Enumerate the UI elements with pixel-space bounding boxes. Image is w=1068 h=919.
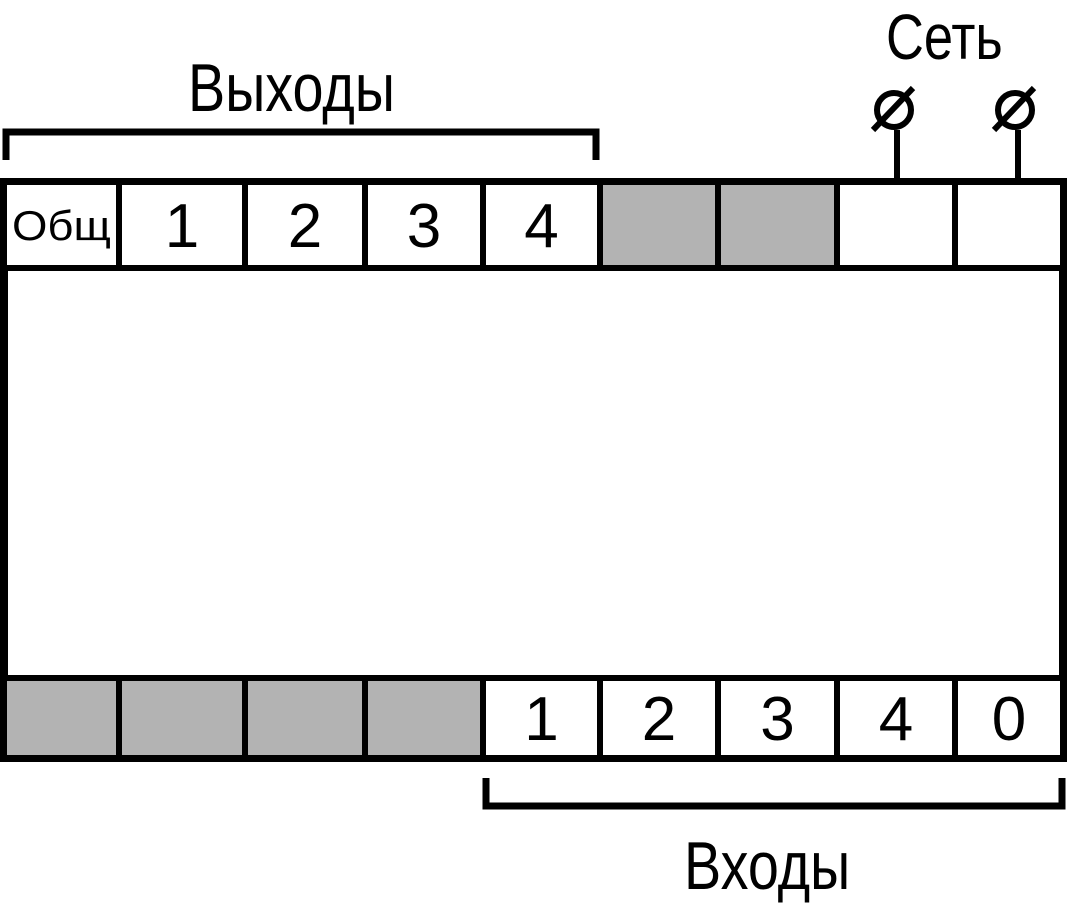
power-connector-right <box>991 85 1037 180</box>
power-connector-left <box>870 85 916 180</box>
top-terminal-2 <box>116 179 248 271</box>
top-terminal-6-unused <box>597 179 721 271</box>
top-terminal-5 <box>480 179 603 271</box>
bottom-terminal-4-unused <box>362 675 486 761</box>
top-terminal-1-label: Общ <box>12 202 111 249</box>
bottom-terminal-5-label: 1 <box>524 685 558 754</box>
top-terminal-5-label: 4 <box>524 192 558 261</box>
bottom-terminal-6-label: 2 <box>642 685 676 754</box>
top-terminal-7-unused <box>715 179 840 271</box>
bottom-terminal-row: 1 2 3 4 0 <box>1 675 1066 761</box>
power-label: Сеть <box>886 1 1003 73</box>
top-terminal-row: Общ 1 2 3 4 <box>1 179 1066 271</box>
top-terminal-4-label: 3 <box>407 192 441 261</box>
top-terminal-3-label: 2 <box>288 192 322 261</box>
bottom-terminal-3-unused <box>242 675 368 761</box>
power-terminal-right-icon <box>995 90 1035 130</box>
bottom-terminal-1-unused <box>1 675 122 761</box>
top-terminal-9 <box>952 179 1066 271</box>
bottom-terminal-2-unused <box>116 675 248 761</box>
bottom-terminal-6 <box>597 675 721 761</box>
top-terminal-3 <box>242 179 368 271</box>
power-terminal-left-icon <box>874 90 914 130</box>
bottom-terminal-9 <box>952 675 1066 761</box>
bottom-terminal-9-label: 0 <box>992 685 1026 754</box>
inputs-bracket <box>482 778 1066 810</box>
device-body <box>0 178 1067 762</box>
top-terminal-2-label: 1 <box>165 192 199 261</box>
outputs-bracket <box>2 128 600 160</box>
bottom-terminal-5 <box>480 675 603 761</box>
outputs-label: Выходы <box>188 50 395 126</box>
inputs-label: Входы <box>684 828 851 904</box>
bottom-terminal-7 <box>715 675 840 761</box>
bottom-terminal-8-label: 4 <box>879 685 913 754</box>
bottom-terminal-7-label: 3 <box>760 685 794 754</box>
top-terminal-8 <box>834 179 958 271</box>
